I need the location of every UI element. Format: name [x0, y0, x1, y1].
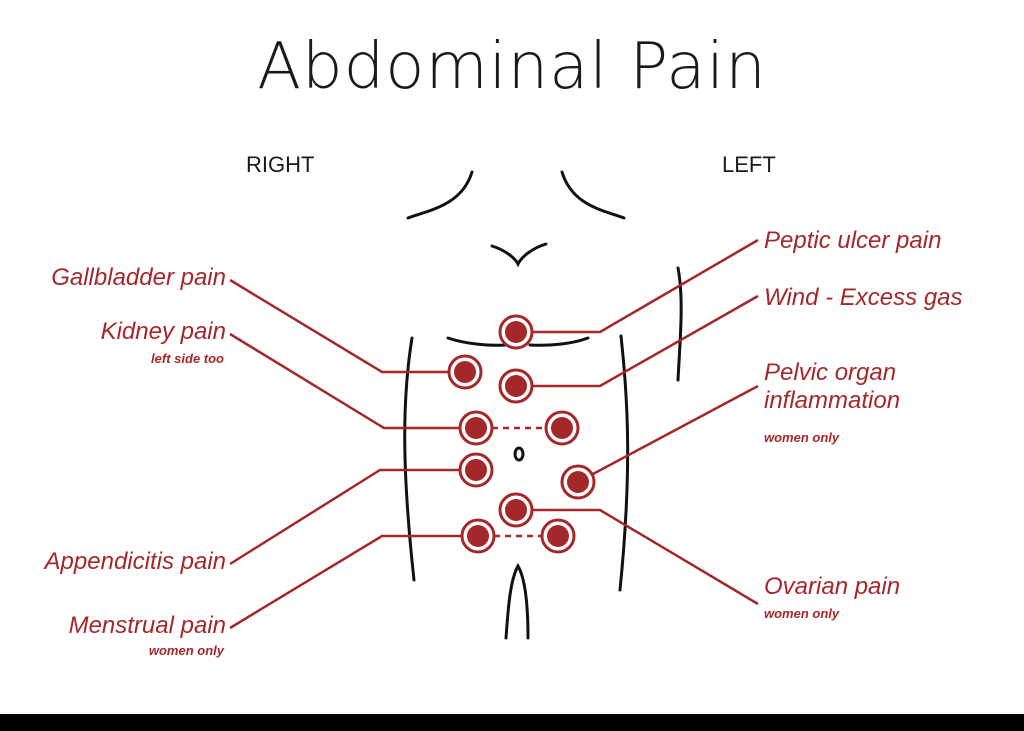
appendicitis-leader [229, 468, 476, 566]
pain-point-ovarian [498, 492, 534, 528]
body-right-edge [403, 336, 416, 582]
menstrual-label: Menstrual pain [68, 612, 226, 639]
bottom-border [0, 714, 1024, 731]
wind-leader [516, 294, 759, 388]
pain-point-peptic [498, 314, 534, 350]
body-left-edge [618, 334, 630, 592]
menstrual-leader [229, 534, 478, 630]
pain-point-wind [498, 368, 534, 404]
pain-point-pelvic [560, 464, 596, 500]
wind-label: Wind - Excess gas [764, 284, 963, 311]
pelvic-label-line2: inflammation [764, 387, 901, 414]
gallbladder-leader [229, 278, 465, 374]
left-side-label: LEFT [722, 152, 776, 177]
arm-left-line [676, 266, 683, 382]
pain-point-kidney-left [544, 410, 580, 446]
kidney-note: left side too [151, 351, 224, 366]
pelvic-note: women only [764, 430, 840, 445]
ovarian-label: Ovarian pain [764, 573, 901, 600]
gallbladder-label: Gallbladder pain [51, 264, 226, 291]
torso-outline [403, 170, 683, 640]
pain-point-menstrual-right [460, 518, 496, 554]
peptic-leader [516, 238, 759, 334]
right-side-label: RIGHT [246, 152, 315, 177]
rib-right-line [446, 336, 507, 347]
navel [513, 446, 525, 462]
rib-left-line [528, 336, 590, 347]
ovarian-note: women only [764, 606, 840, 621]
leader-lines [229, 238, 759, 630]
pain-points [447, 314, 596, 554]
ovarian-leader [516, 508, 759, 606]
kidney-label: Kidney pain [100, 318, 226, 345]
groin-line [504, 562, 530, 640]
peptic-label: Peptic ulcer pain [764, 227, 942, 254]
neck-right-line [406, 170, 474, 220]
appendicitis-label: Appendicitis pain [44, 548, 226, 575]
menstrual-note: women only [148, 643, 224, 658]
neck-left-line [560, 170, 626, 220]
page-title: Abdominal Pain [257, 30, 767, 104]
pain-point-kidney-right [458, 410, 494, 446]
collarbone-line [490, 242, 548, 268]
pelvic-label-line1: Pelvic organ [764, 359, 897, 386]
pelvic-leader [577, 384, 759, 484]
kidney-leader [229, 332, 476, 430]
pain-point-menstrual-left [540, 518, 576, 554]
pain-point-gallbladder [447, 354, 483, 390]
pain-point-appendicitis [458, 452, 494, 488]
